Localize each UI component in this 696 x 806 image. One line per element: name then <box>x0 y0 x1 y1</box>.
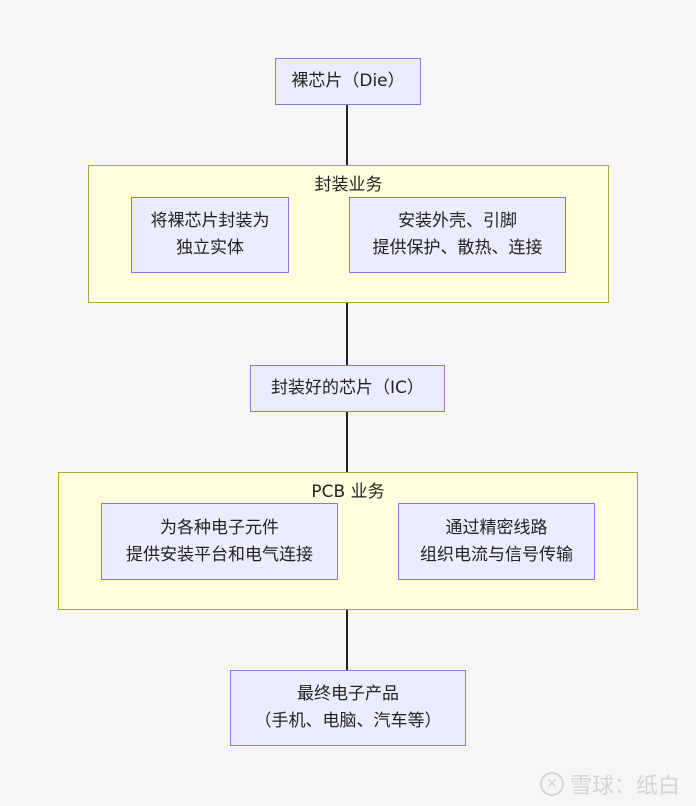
line-1: 通过精密线路 <box>445 517 548 538</box>
watermark: ✕ 雪球：纸白 <box>540 768 680 800</box>
line-2: 独立实体 <box>176 238 244 258</box>
node-pcb-1: 为各种电子元件 提供安装平台和电气连接 <box>101 503 338 580</box>
line-1: 安装外壳、引脚 <box>398 211 517 231</box>
node-packaging-1: 将裸芯片封装为 独立实体 <box>131 197 289 273</box>
node-die: 裸芯片（Die） <box>275 58 421 105</box>
node-packaging-2: 安装外壳、引脚 提供保护、散热、连接 <box>349 197 566 273</box>
cluster-packaging-title: 封装业务 <box>314 175 383 195</box>
xueqiu-logo-icon: ✕ <box>540 772 564 796</box>
node-die-label: 裸芯片（Die） <box>291 71 405 91</box>
edge-ic-to-pcb <box>346 411 348 472</box>
node-pcb-2: 通过精密线路 组织电流与信号传输 <box>398 503 595 580</box>
line-2: 组织电流与信号传输 <box>420 544 573 565</box>
line-2: （手机、电脑、汽车等） <box>254 711 442 731</box>
line-1: 为各种电子元件 <box>160 517 279 538</box>
edge-die-to-packaging <box>346 104 348 165</box>
line-1: 将裸芯片封装为 <box>150 211 270 231</box>
line-2: 提供安装平台和电气连接 <box>126 544 313 565</box>
cluster-pcb-title: PCB 业务 <box>311 482 385 502</box>
node-final-product: 最终电子产品 （手机、电脑、汽车等） <box>230 670 466 746</box>
node-ic: 封装好的芯片（IC） <box>250 365 445 412</box>
node-ic-label: 封装好的芯片（IC） <box>271 378 424 398</box>
line-1: 最终电子产品 <box>297 684 399 704</box>
edge-pcb-to-final <box>346 609 348 670</box>
watermark-text: 雪球：纸白 <box>570 774 681 799</box>
edge-packaging-to-ic <box>346 302 348 365</box>
line-2: 提供保护、散热、连接 <box>372 238 543 258</box>
